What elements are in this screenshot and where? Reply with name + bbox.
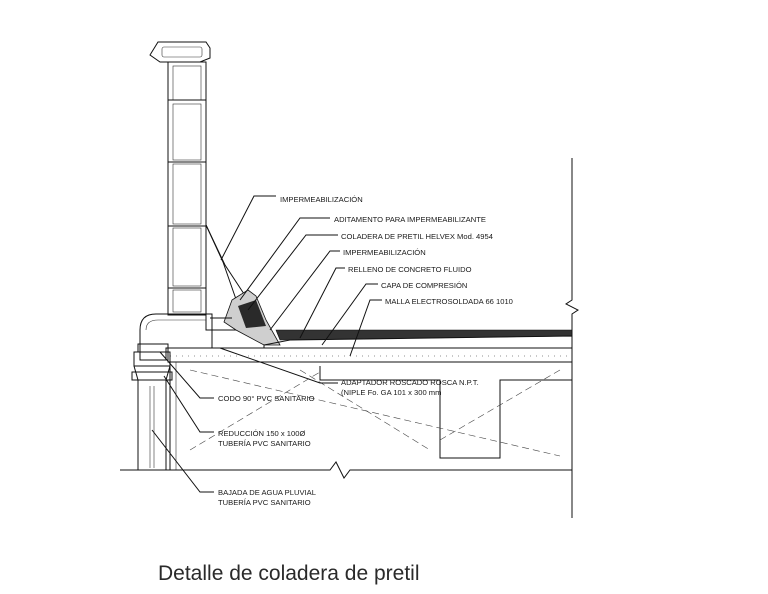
downspout-pipe [131,313,213,470]
label-capa: CAPA DE COMPRESIÓN [381,281,467,290]
label-coladera: COLADERA DE PRETIL HELVEX Mod. 4954 [341,232,493,241]
label-aditamento: ADITAMENTO PARA IMPERMEABILIZANTE [334,215,486,224]
label-impermeabilizacion-2: IMPERMEABILIZACIÓN [343,248,426,257]
label-reduccion-2: TUBERÍA PVC SANITARIO [218,439,311,448]
drain-body [210,289,281,346]
leader-lines [151,195,382,493]
parapet-cap [149,41,211,63]
label-adaptador-1: ADAPTADOR ROSCADO ROSCA N.P.T. [341,378,479,387]
parapet-wall [167,61,207,316]
label-bajada-1: BAJADA DE AGUA PLUVIAL [218,488,316,497]
label-adaptador-2: (NIPLE Fo. GA 101 x 300 mm [341,388,441,397]
label-impermeabilizacion-top: IMPERMEABILIZACIÓN [280,195,363,204]
label-codo: CODO 90° PVC SANITARIO [218,394,315,403]
roof-slab [167,329,573,363]
label-relleno: RELLENO DE CONCRETO FLUIDO [348,265,472,274]
label-bajada-2: TUBERÍA PVC SANITARIO [218,498,311,507]
drawing-title: Detalle de coladera de pretil [158,562,420,585]
break-lines [120,158,579,518]
label-malla: MALLA ELECTROSOLDADA 66 1010 [385,297,513,306]
label-reduccion-1: REDUCCIÓN 150 x 100Ø [218,429,305,438]
